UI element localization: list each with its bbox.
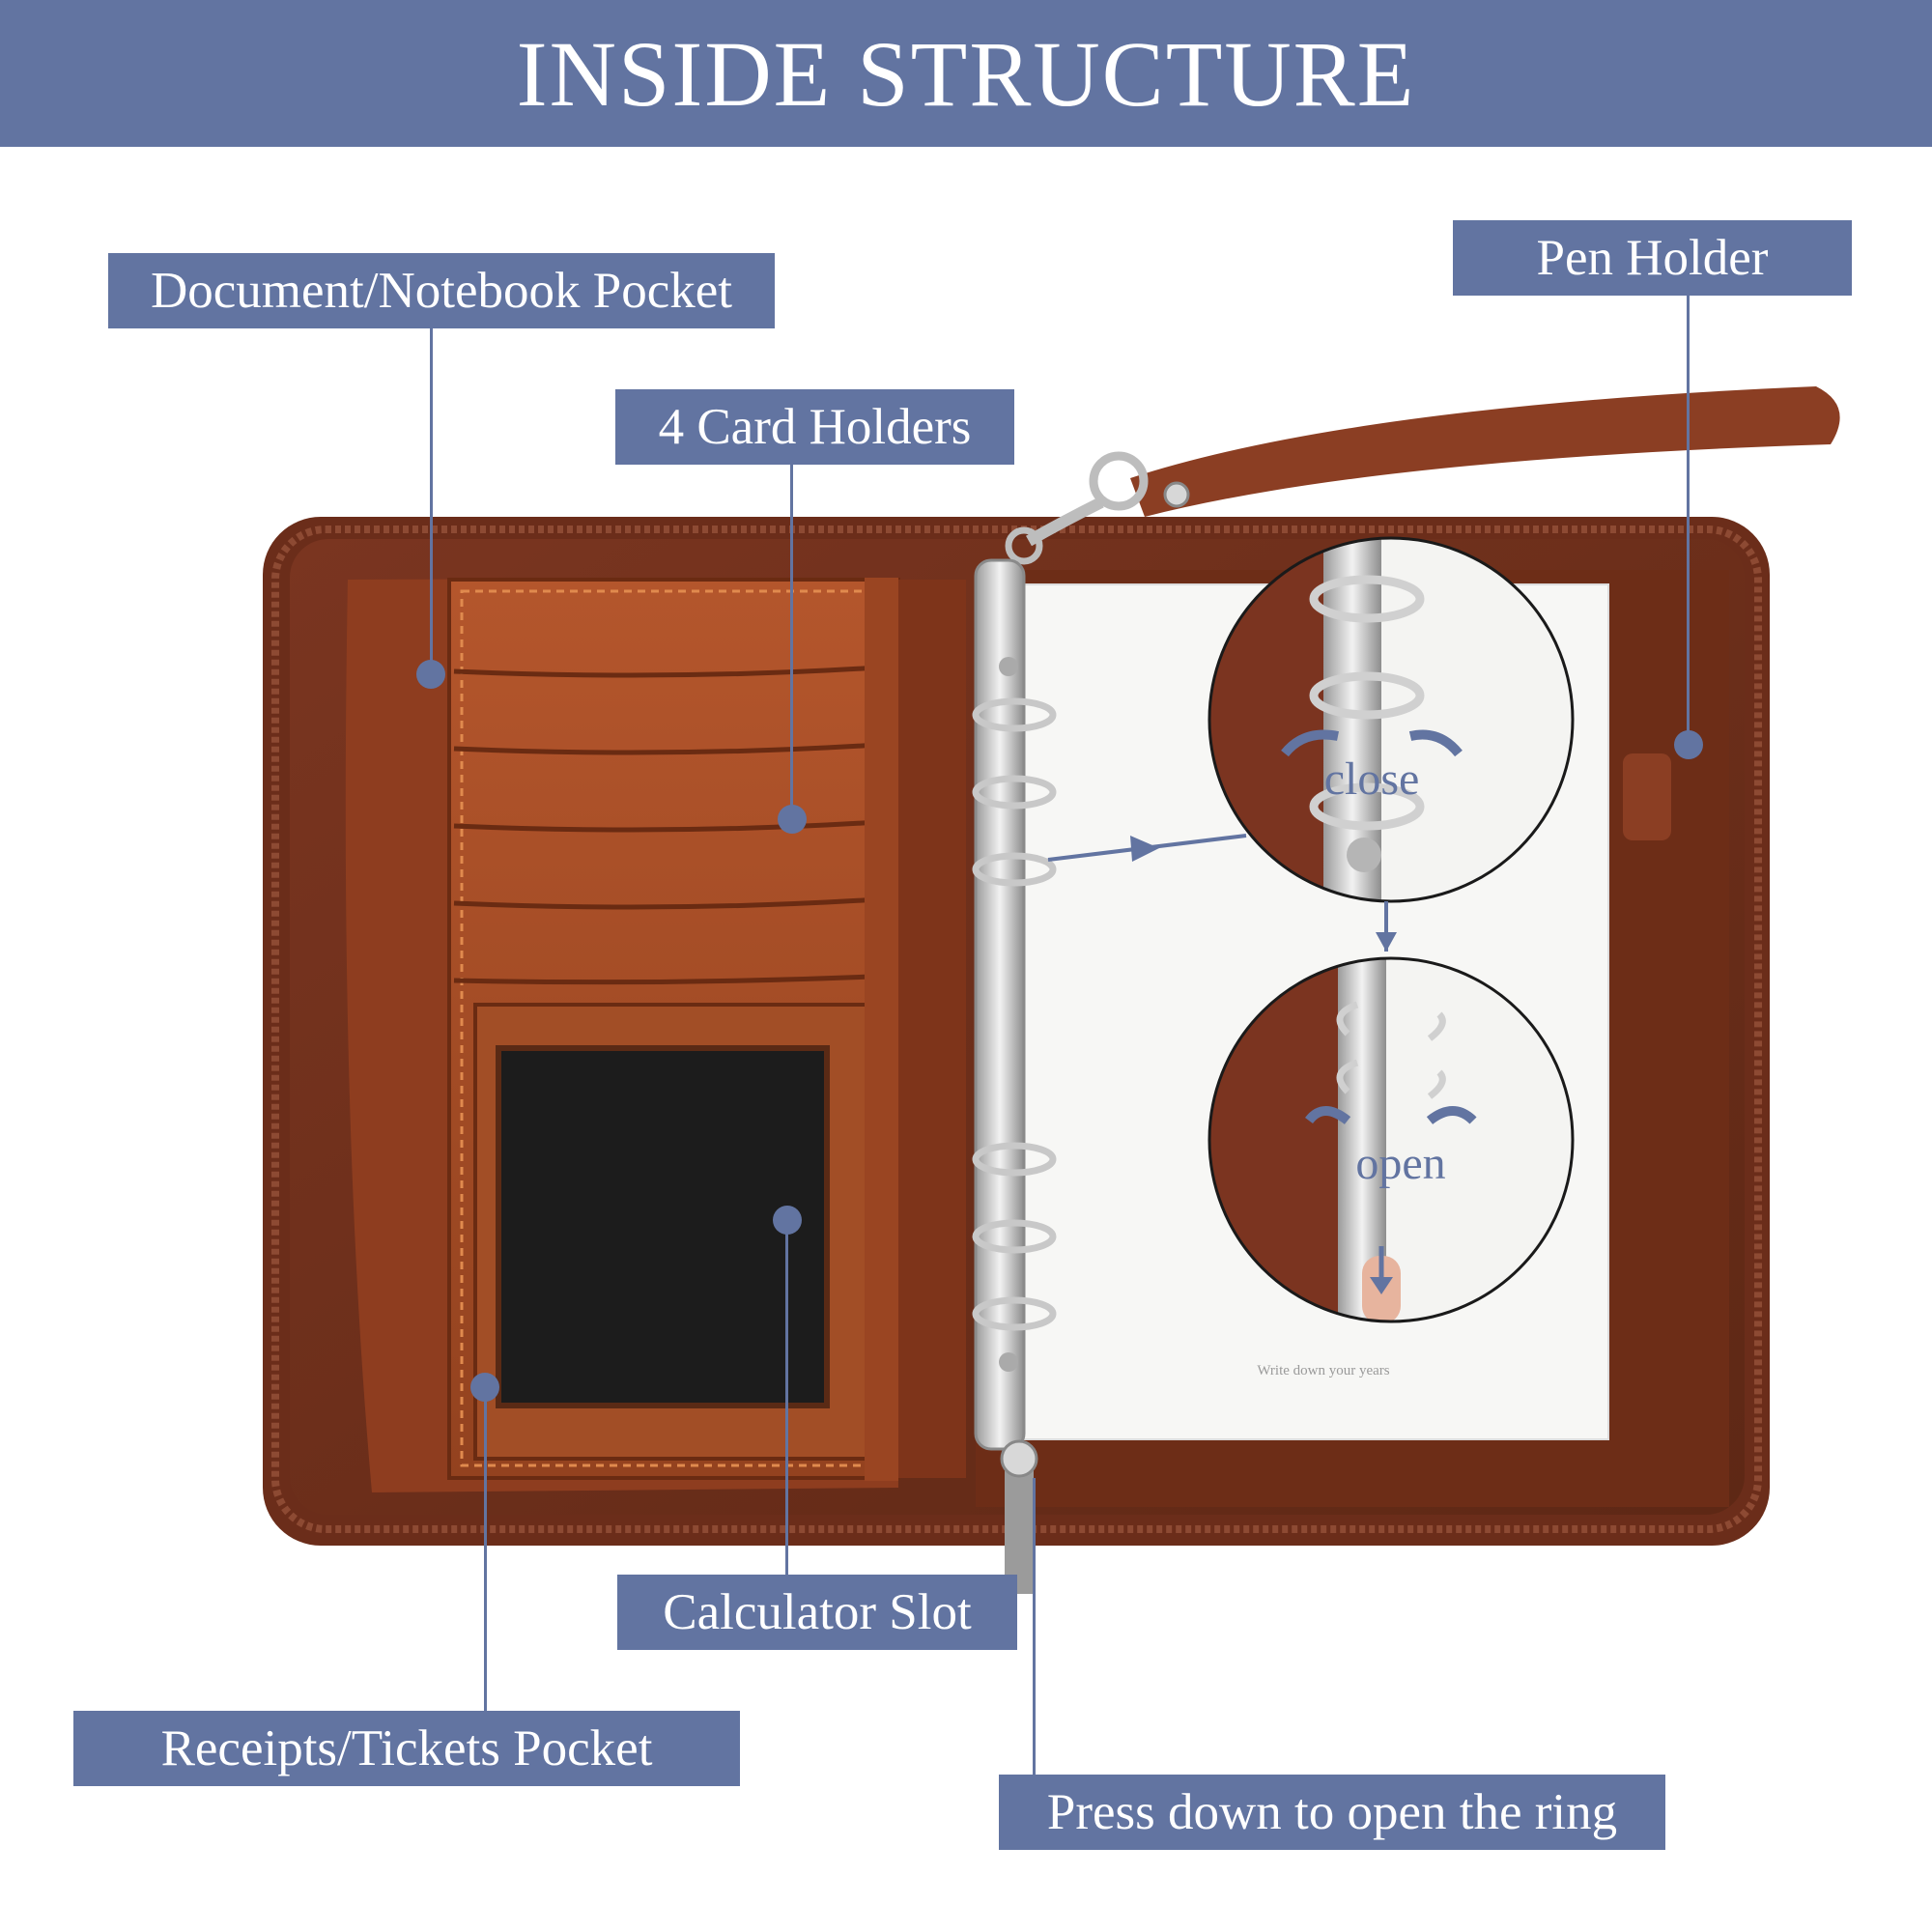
close-label: close	[1324, 753, 1420, 805]
card-holders-marker	[778, 805, 807, 834]
receipts-pocket-marker	[470, 1373, 499, 1402]
ring-binder	[972, 558, 1057, 1594]
title-banner: INSIDE STRUCTURE	[0, 0, 1932, 147]
pen-holder-label: Pen Holder	[1453, 220, 1852, 296]
calculator-slot-marker	[773, 1206, 802, 1235]
card-holders-label: 4 Card Holders	[615, 389, 1014, 465]
close-detail-inset: close	[1208, 536, 1575, 903]
pen-holder-marker	[1674, 730, 1703, 759]
page-caption: Write down your years	[1257, 1363, 1389, 1378]
press-down-ring-label: Press down to open the ring	[999, 1775, 1665, 1850]
receipts-pocket-leader-line	[484, 1387, 487, 1711]
left-panel	[345, 578, 966, 1492]
calculator-slot-leader-line	[785, 1222, 788, 1575]
press-down-leader-line	[1033, 1478, 1036, 1775]
document-pocket-marker	[416, 660, 445, 689]
page-title: INSIDE STRUCTURE	[516, 22, 1416, 126]
receipts-tickets-pocket-label: Receipts/Tickets Pocket	[73, 1711, 740, 1786]
document-notebook-pocket-label: Document/Notebook Pocket	[108, 253, 775, 328]
calculator-slot-label: Calculator Slot	[617, 1575, 1017, 1650]
document-pocket-leader-line	[430, 328, 433, 674]
card-holders-leader-line	[790, 465, 793, 822]
wrist-strap	[1005, 386, 1840, 565]
inset-connector-arrows	[1047, 834, 1397, 952]
pen-holder-leader-line	[1687, 296, 1690, 745]
open-label: open	[1355, 1138, 1445, 1189]
